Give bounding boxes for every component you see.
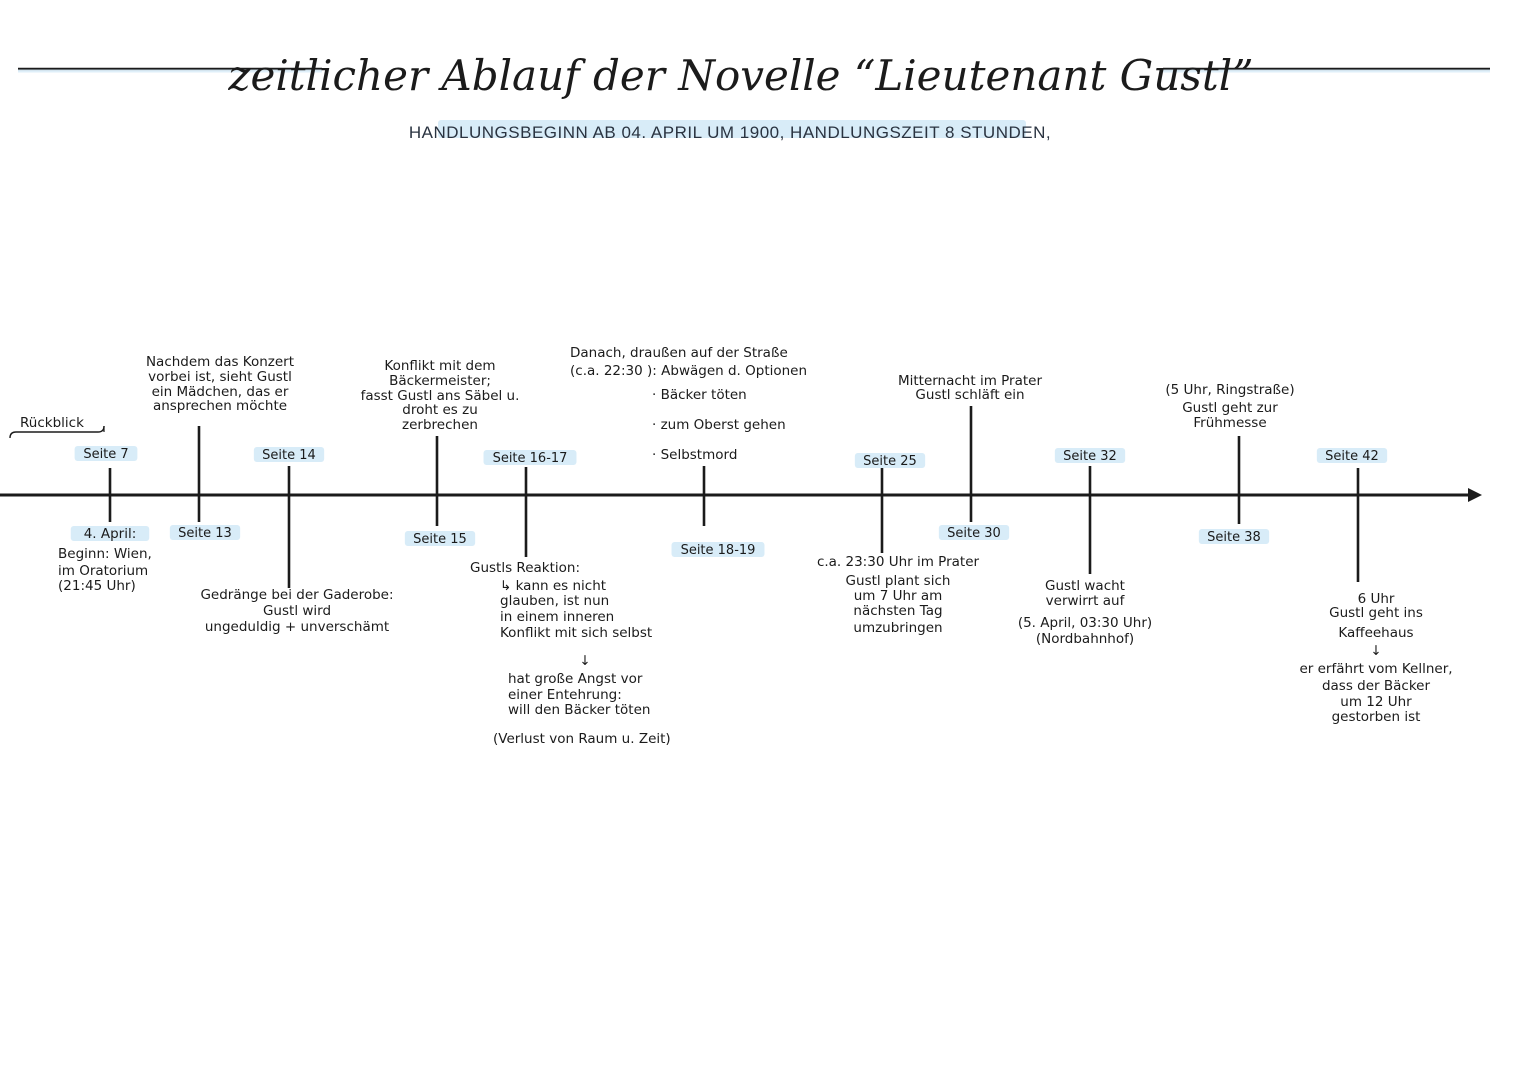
event-note-line: droht es zu — [402, 402, 478, 418]
page-label: Seite 38 — [1207, 530, 1261, 545]
rueckblick-label: Rückblick — [20, 415, 84, 431]
note-highlight — [70, 526, 150, 541]
page-label-highlight — [938, 525, 1010, 540]
event-s18: Seite 18-19 Danach, draußen auf der Straß… — [570, 345, 807, 558]
page-label: Seite 42 — [1325, 449, 1379, 464]
page-title: zeitlicher Ablauf der Novelle “Lieutenan… — [227, 51, 1253, 100]
page-label-highlight — [1198, 529, 1270, 544]
timeline-arrowhead — [1468, 488, 1482, 502]
event-note-line: Gustls Reaktion: — [470, 560, 580, 576]
event-note-line: Gustl schläft ein — [915, 387, 1024, 403]
page-label-highlight — [854, 453, 926, 468]
page-label: Seite 15 — [413, 532, 467, 547]
event-note-line: (Nordbahnhof) — [1036, 631, 1134, 647]
event-note-line: 6 Uhr — [1358, 591, 1395, 607]
event-s7: Seite 7 4. April: Beginn: Wien,im Oratoriu… — [58, 446, 152, 594]
page-label-highlight — [671, 542, 765, 557]
page-label: Seite 16-17 — [493, 451, 568, 466]
event-note-line: Gustl wacht — [1045, 578, 1125, 594]
event-note-line: Konflikt mit sich selbst — [500, 625, 652, 641]
event-note-line: fasst Gustl ans Säbel u. — [361, 388, 520, 404]
page-label-highlight — [169, 525, 241, 540]
event-note-line: (5 Uhr, Ringstraße) — [1165, 382, 1294, 398]
page-label-highlight — [74, 446, 138, 461]
events-layer: Seite 7 4. April: Beginn: Wien,im Oratoriu… — [58, 345, 1453, 747]
event-s38: Seite 38 (5 Uhr, Ringstraße) Gustl geht zu… — [1165, 382, 1294, 545]
event-s15: Seite 15 Konflikt mit demBäckermeister;fa… — [361, 358, 520, 547]
page-label: Seite 18-19 — [681, 543, 756, 558]
event-note-line: einer Entehrung: — [508, 687, 622, 703]
page-label-highlight — [1054, 448, 1126, 463]
page-label: Seite 14 — [262, 448, 316, 463]
event-note-line: Mitternacht im Prater — [898, 373, 1043, 389]
page-label: Seite 32 — [1063, 449, 1117, 464]
event-note-line: ↳ kann es nicht — [500, 578, 606, 594]
page-label: Seite 7 — [83, 447, 128, 462]
event-note-line: (21:45 Uhr) — [58, 578, 136, 594]
event-note-line: Gedränge bei der Gaderobe: — [200, 587, 393, 603]
event-note-line: im Oratorium — [58, 563, 148, 579]
event-note-line: Nachdem das Konzert — [146, 354, 294, 370]
event-note-line: (c.a. 22:30 ): Abwägen d. Optionen — [570, 363, 807, 379]
event-note-line: Konflikt mit dem — [384, 358, 495, 374]
event-note-line: (5. April, 03:30 Uhr) — [1018, 615, 1152, 631]
event-note-line: Kaffeehaus — [1338, 625, 1413, 641]
page-label-highlight — [1316, 448, 1388, 463]
page-subtitle: HANDLUNGSBEGINN AB 04. APRIL UM 1900, HA… — [409, 123, 1051, 142]
event-note-line: glauben, ist nun — [500, 593, 609, 609]
event-note-line: (Verlust von Raum u. Zeit) — [493, 731, 671, 747]
event-s14: Seite 14 Gedränge bei der Gaderobe:Gustl … — [200, 447, 394, 635]
event-note-line: er erfährt vom Kellner, — [1299, 661, 1452, 677]
event-note-line: c.a. 23:30 Uhr im Prater — [817, 554, 980, 570]
event-note-line: um 7 Uhr am — [854, 588, 943, 604]
event-note-line: hat große Angst vor — [508, 671, 643, 687]
event-note-line: · Selbstmord — [652, 447, 737, 463]
event-note-line: Gustl plant sich — [846, 573, 951, 589]
event-note-line: in einem inneren — [500, 609, 614, 625]
page-label: Seite 25 — [863, 454, 917, 469]
event-note-line: gestorben ist — [1332, 709, 1421, 725]
event-note-line: vorbei ist, sieht Gustl — [148, 369, 292, 385]
event-note-line: Beginn: Wien, — [58, 546, 152, 562]
page-label-highlight — [404, 531, 476, 546]
arrow-down-icon: ↓ — [579, 653, 590, 669]
event-note-line: zerbrechen — [402, 417, 478, 433]
event-note-line: ein Mädchen, das er — [152, 384, 289, 400]
page-label: Seite 30 — [947, 526, 1001, 541]
event-note-line: Gustl geht ins — [1329, 605, 1423, 621]
event-note-line: · zum Oberst gehen — [652, 417, 786, 433]
event-note-line: umzubringen — [853, 620, 942, 636]
event-note-line: Danach, draußen auf der Straße — [570, 345, 788, 361]
event-note-line: nächsten Tag — [853, 603, 942, 619]
event-note-line: ansprechen möchte — [153, 398, 287, 414]
rueckblick-bracket — [9, 425, 105, 439]
page-label: Seite 13 — [178, 526, 232, 541]
event-note-line: will den Bäcker töten — [508, 702, 650, 718]
event-note-line: Bäckermeister; — [389, 373, 491, 389]
event-note-line: Gustl geht zur — [1182, 400, 1278, 416]
event-note-line: Frühmesse — [1193, 415, 1266, 431]
arrow-down-icon: ↓ — [1370, 643, 1381, 659]
event-note-line: dass der Bäcker — [1322, 678, 1431, 694]
event-note-line: Gustl wird — [263, 603, 331, 619]
event-note-line: 4. April: — [84, 526, 137, 542]
page-label-highlight — [253, 447, 325, 462]
event-note-line: um 12 Uhr — [1340, 694, 1412, 710]
page-label-highlight — [483, 450, 577, 465]
event-note-line: · Bäcker töten — [652, 387, 747, 403]
event-note-line: ungeduldig + unverschämt — [205, 619, 389, 635]
event-note-line: verwirrt auf — [1046, 593, 1126, 609]
